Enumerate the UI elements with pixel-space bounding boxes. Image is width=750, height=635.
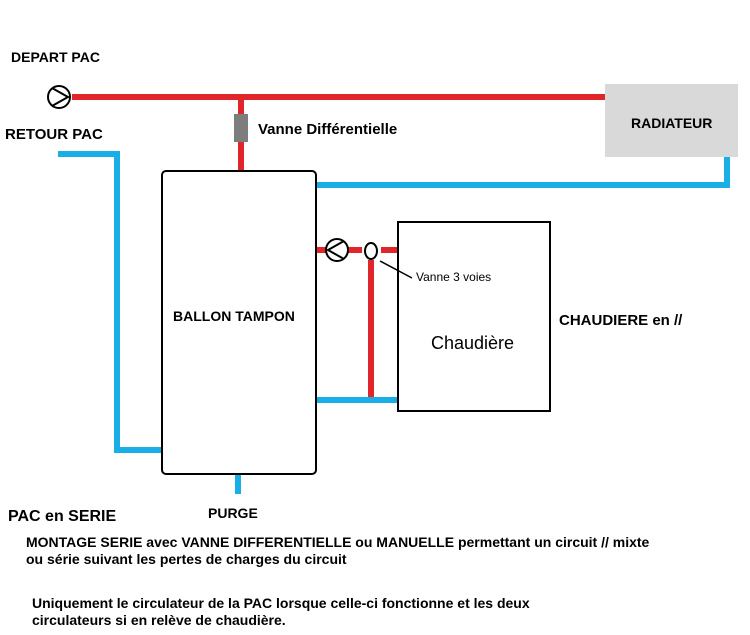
- pump-icon: [47, 85, 71, 109]
- boiler-box: [397, 221, 551, 412]
- radiator-return-pipe: [316, 157, 730, 188]
- purge-label: PURGE: [208, 505, 258, 521]
- pump-icon: [325, 238, 349, 262]
- boiler-label: Chaudière: [431, 333, 515, 353]
- retour-pac-pipe: [58, 151, 162, 453]
- usage-note-line-1: Uniquement le circulateur de la PAC lors…: [32, 595, 530, 611]
- differential-valve-icon: [234, 114, 248, 142]
- retour-pac-label: RETOUR PAC: [5, 126, 103, 143]
- differential-valve-label: Vanne Différentielle: [258, 121, 398, 138]
- three-way-valve-label: Vanne 3 voies: [416, 270, 492, 284]
- depart-pac-label: DEPART PAC: [11, 49, 100, 65]
- buffer-tank-label: BALLON TAMPON: [173, 308, 295, 324]
- valve-pointer-line: [379, 260, 413, 279]
- usage-note-line-2: circulateurs si en relève de chaudière.: [32, 612, 286, 628]
- parallel-boiler-label: CHAUDIERE en //: [559, 312, 683, 329]
- montage-note-line-1: MONTAGE SERIE avec VANNE DIFFERENTIELLE …: [26, 534, 650, 550]
- buffer-tank: [161, 170, 317, 475]
- radiator-box: [605, 84, 738, 157]
- montage-note-line-2: ou série suivant les pertes de charges d…: [26, 551, 347, 567]
- radiator-label: RADIATEUR: [631, 115, 713, 131]
- three-way-valve-icon: [364, 242, 378, 260]
- series-pac-label: PAC en SERIE: [8, 508, 117, 525]
